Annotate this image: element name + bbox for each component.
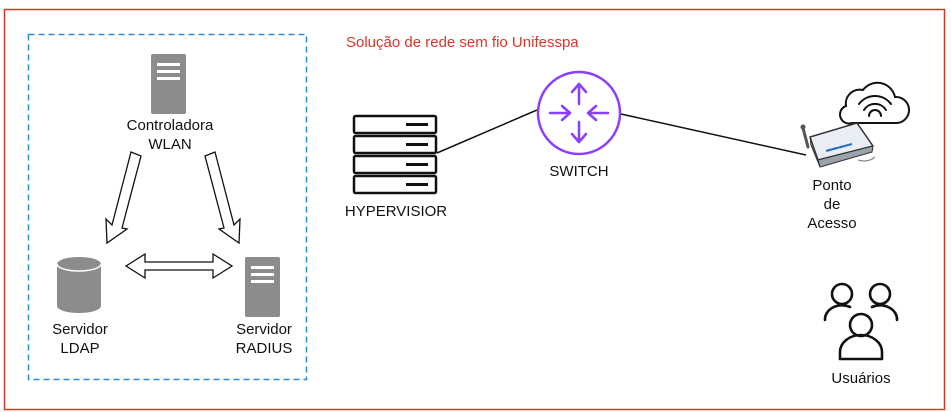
diagram-title: Solução de rede sem fio Unifesspa (346, 34, 579, 51)
controladora-label-line1: Controladora (126, 117, 214, 134)
users-icon (823, 282, 899, 361)
arrow-controladora-to-radius (204, 151, 241, 245)
controladora-label: Controladora WLAN (108, 116, 232, 154)
controladora-label-line2: WLAN (148, 136, 192, 153)
ldap-label-line2: LDAP (60, 340, 100, 357)
switch-label: SWITCH (549, 163, 609, 180)
access-point-icon (800, 122, 876, 168)
arrow-ldap-radius (124, 252, 234, 280)
wifi-cloud-icon (839, 81, 910, 125)
arrow-controladora-to-ldap (105, 151, 142, 245)
link-switch-access-point (620, 113, 807, 156)
link-hypervisor-switch (436, 109, 538, 154)
switch-router-icon (536, 70, 622, 156)
hypervisor-label: HYPERVISIOR (344, 203, 448, 220)
ldap-label: Servidor LDAP (40, 320, 120, 358)
radius-label-line2: RADIUS (235, 340, 293, 357)
ldap-database-icon (56, 257, 102, 313)
ldap-label-line1: Servidor (52, 321, 108, 338)
access-point-label-line2: de (823, 196, 841, 213)
access-point-label-line1: Ponto (812, 177, 852, 194)
radius-label: Servidor RADIUS (222, 320, 306, 358)
radius-server-icon (245, 257, 280, 317)
controladora-server-icon (151, 54, 186, 114)
outer-frame (3, 8, 946, 411)
radius-label-line1: Servidor (236, 321, 292, 338)
access-point-label: Ponto de Acesso (790, 176, 874, 233)
access-point-label-line3: Acesso (807, 215, 857, 232)
server-group-box (27, 33, 308, 381)
users-label: Usuários (831, 370, 891, 387)
hypervisor-rack-icon (352, 114, 438, 195)
